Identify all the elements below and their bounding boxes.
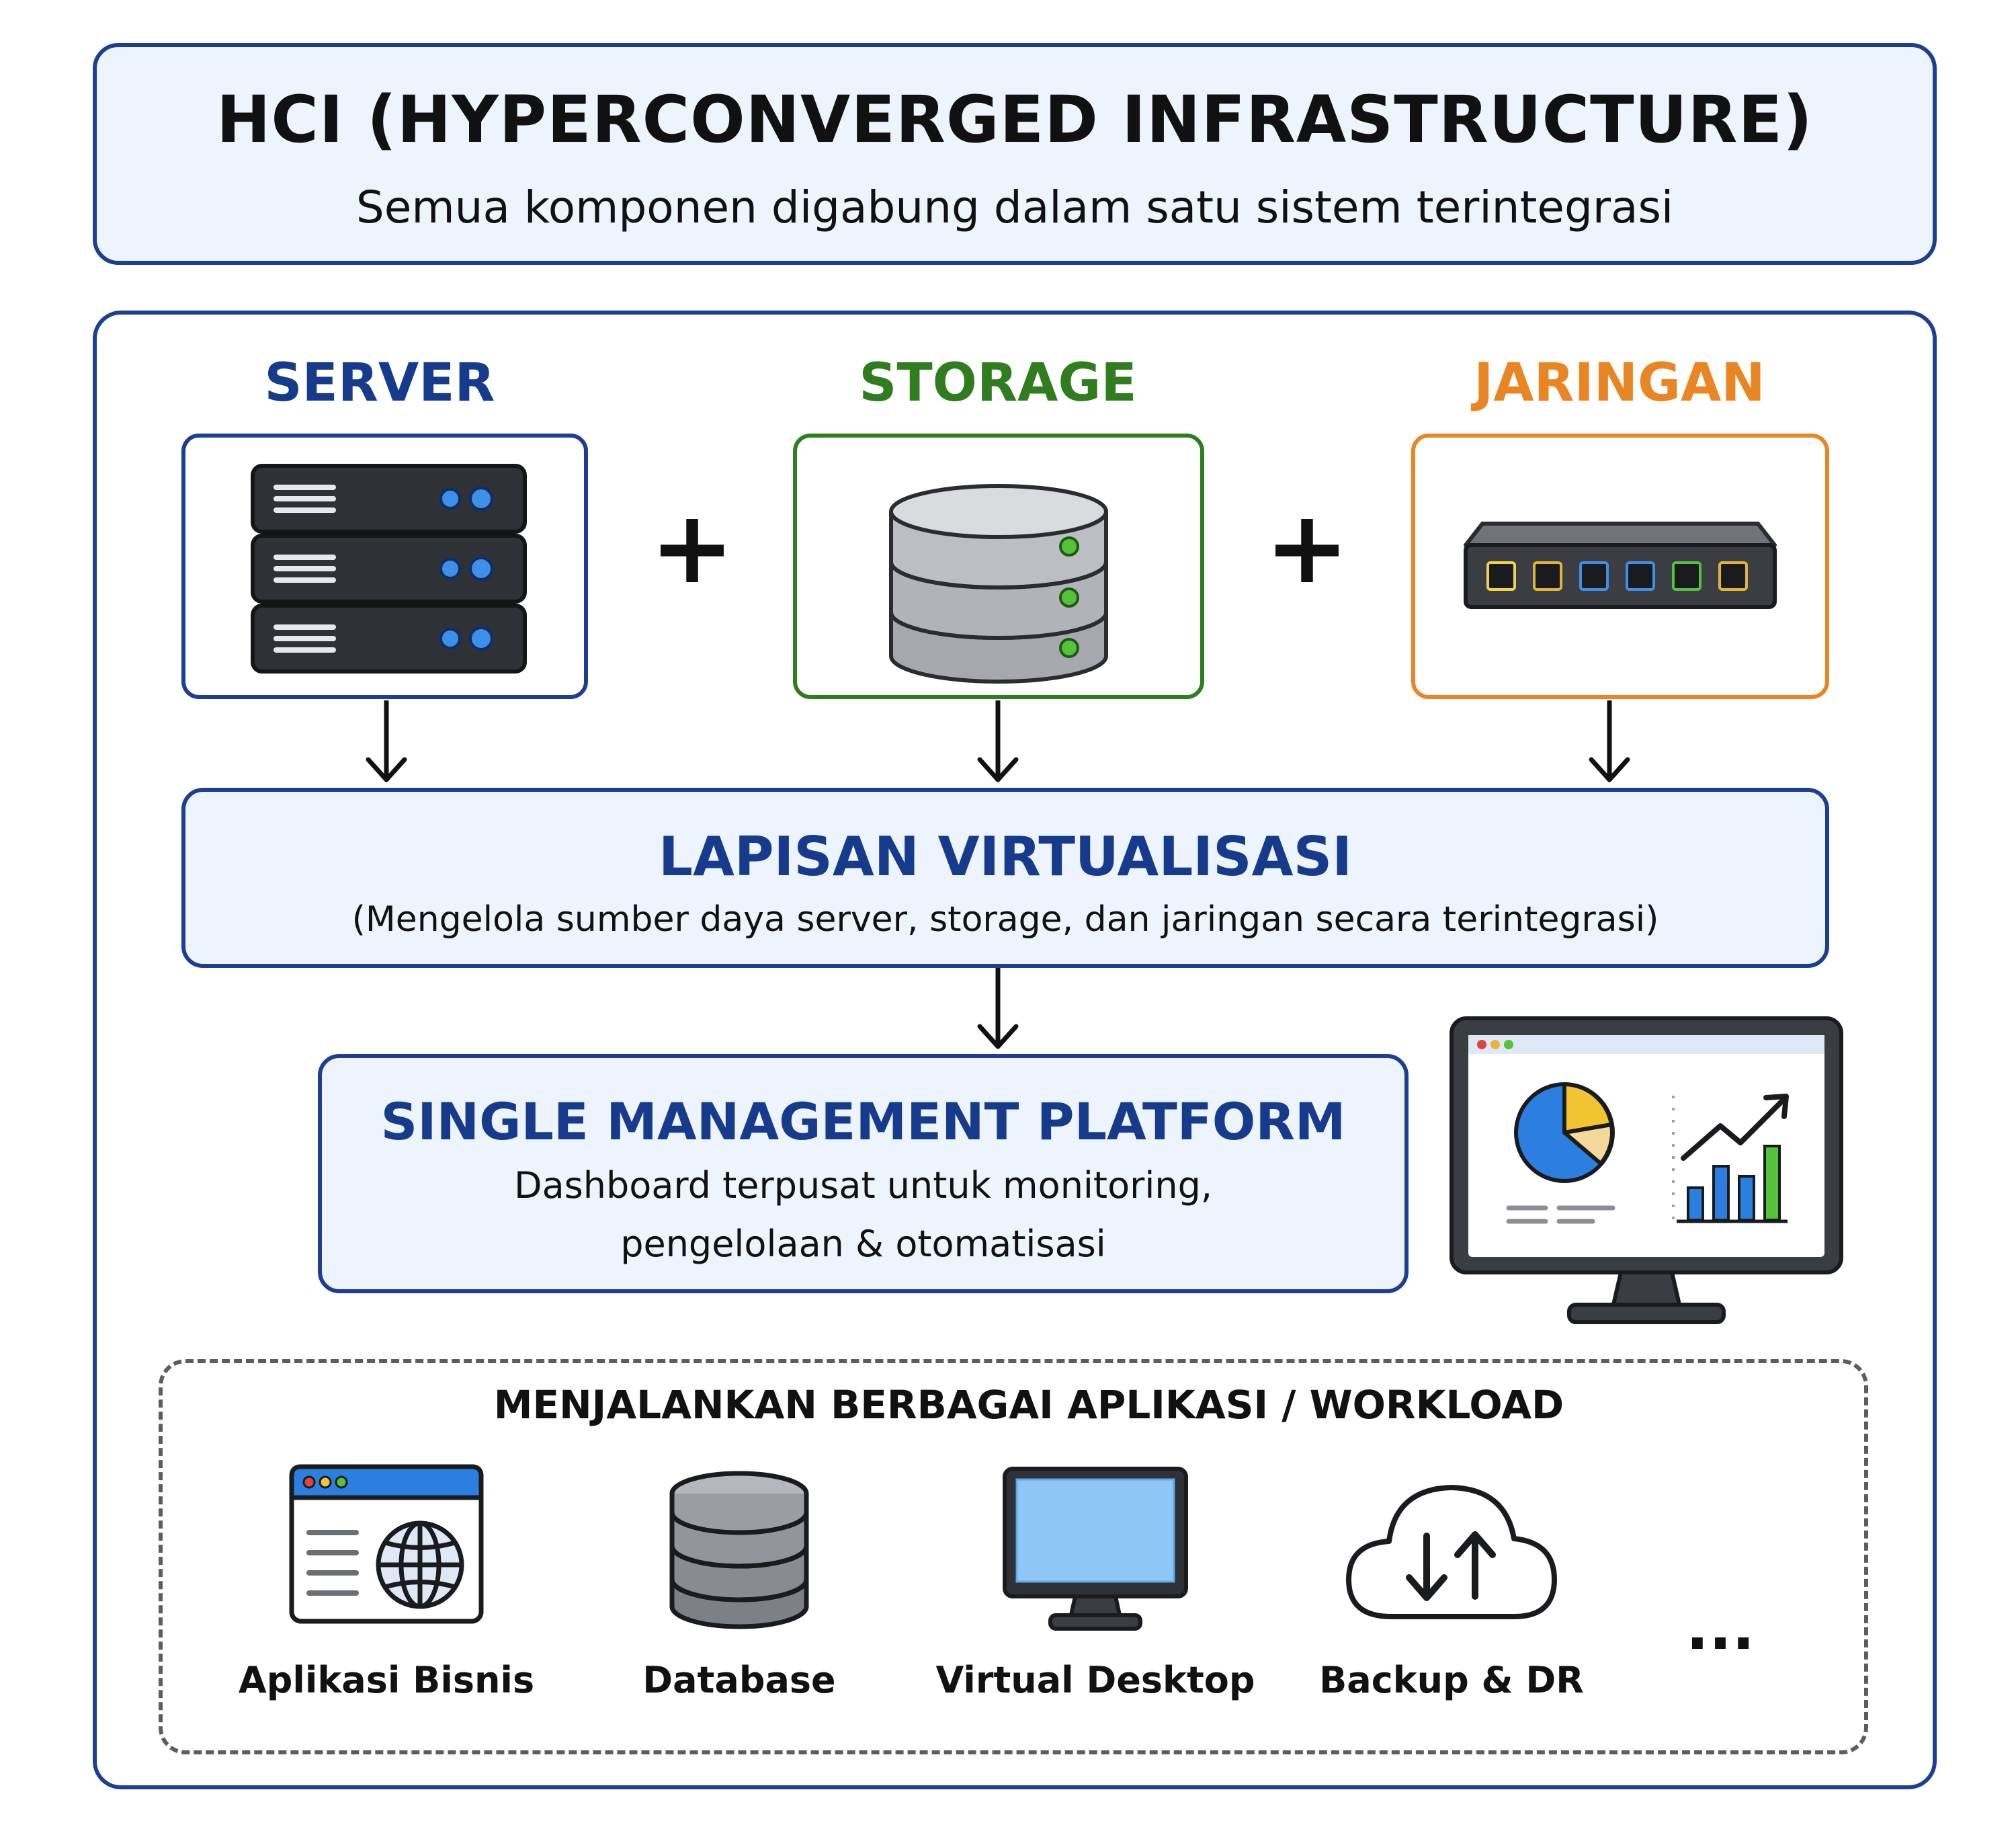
management-platform: SINGLE MANAGEMENT PLATFORM Dashboard ter… (318, 1054, 1409, 1293)
management-line1: Dashboard terpusat untuk monitoring, (513, 1164, 1213, 1207)
pie-chart-icon (1514, 1082, 1615, 1183)
server-label: SERVER (264, 353, 495, 413)
server-rack-icon (251, 464, 527, 674)
network-label: JARINGAN (1474, 353, 1765, 413)
workloads-box (159, 1359, 1868, 1754)
web-app-globe-icon (289, 1464, 484, 1624)
plus-sign: + (1265, 489, 1349, 606)
arrow-server-head (366, 757, 407, 782)
virtualization-description: (Mengelola sumber daya server, storage, … (351, 899, 1659, 940)
virtualization-layer: LAPISAN VIRTUALISASI (Mengelola sumber d… (181, 788, 1829, 968)
bar-chart-icon (1672, 1094, 1789, 1223)
storage-box (793, 434, 1204, 699)
database-icon (669, 1471, 809, 1629)
arrow-virtualization-head (977, 1024, 1019, 1049)
page-subtitle: Semua komponen digabung dalam satu siste… (355, 181, 1674, 233)
management-title: SINGLE MANAGEMENT PLATFORM (380, 1092, 1346, 1151)
network-box (1411, 434, 1829, 699)
arrow-storage-head (977, 757, 1019, 782)
storage-cylinder-icon (889, 484, 1108, 684)
virtualization-title: LAPISAN VIRTUALISASI (659, 825, 1352, 888)
management-line2: pengelolaan & otomatisasi (620, 1223, 1106, 1265)
header-panel: HCI (HYPERCONVERGED INFRASTRUCTURE) Semu… (93, 43, 1937, 265)
workload-label: Backup & DR (1319, 1659, 1584, 1701)
workload-label: Aplikasi Bisnis (238, 1659, 535, 1701)
workload-label: Virtual Desktop (935, 1659, 1255, 1701)
workload-label: Database (642, 1659, 836, 1701)
page-title: HCI (HYPERCONVERGED INFRASTRUCTURE) (216, 82, 1813, 157)
workloads-title: MENJALANKAN BERBAGAI APLIKASI / WORKLOAD (493, 1382, 1564, 1428)
arrow-network-head (1589, 757, 1630, 782)
network-switch-icon (1464, 522, 1777, 609)
desktop-monitor-icon (1003, 1467, 1188, 1631)
cloud-sync-icon (1346, 1485, 1557, 1619)
more-workloads-ellipsis: ... (1685, 1593, 1755, 1664)
dashboard-monitor-icon (1450, 1016, 1843, 1324)
plus-sign: + (650, 489, 734, 606)
server-box (181, 434, 588, 699)
storage-label: STORAGE (859, 353, 1137, 413)
